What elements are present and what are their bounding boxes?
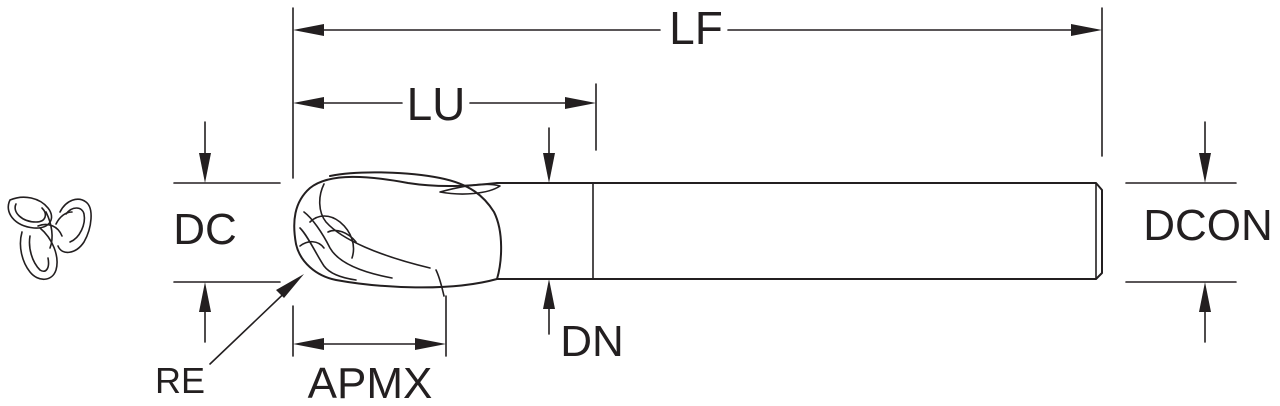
re-label: RE bbox=[155, 360, 205, 401]
ball-nose-tip bbox=[329, 171, 503, 280]
lu-dimension: LU bbox=[293, 78, 596, 130]
lf-dimension: LF bbox=[293, 2, 1102, 54]
flute-2 bbox=[303, 211, 393, 279]
neck bbox=[496, 182, 594, 280]
shank bbox=[587, 182, 1103, 280]
ball-nose-head bbox=[293, 175, 498, 289]
flute-1 bbox=[318, 183, 431, 269]
flute-4 bbox=[309, 215, 355, 259]
flute-3 bbox=[299, 227, 357, 281]
flute-5 bbox=[299, 240, 325, 249]
dcon-dimension: DCON bbox=[1143, 121, 1273, 343]
apmx-label: APMX bbox=[308, 359, 433, 406]
flute-7 bbox=[435, 269, 445, 297]
dn-label: DN bbox=[560, 317, 624, 366]
dcon-label: DCON bbox=[1143, 201, 1273, 250]
lf-label: LF bbox=[669, 2, 723, 54]
re-leader: RE bbox=[155, 274, 304, 401]
tool-body bbox=[293, 171, 1103, 297]
tool-end-view bbox=[7, 196, 92, 281]
dc-dimension: DC bbox=[173, 121, 237, 343]
dn-dimension: DN bbox=[543, 127, 624, 366]
neck-flute bbox=[439, 183, 501, 195]
dc-label: DC bbox=[173, 205, 237, 254]
extension-lines bbox=[173, 7, 1237, 357]
lu-label: LU bbox=[407, 78, 466, 130]
apmx-dimension: APMX bbox=[293, 338, 446, 406]
flute-6 bbox=[327, 229, 357, 243]
